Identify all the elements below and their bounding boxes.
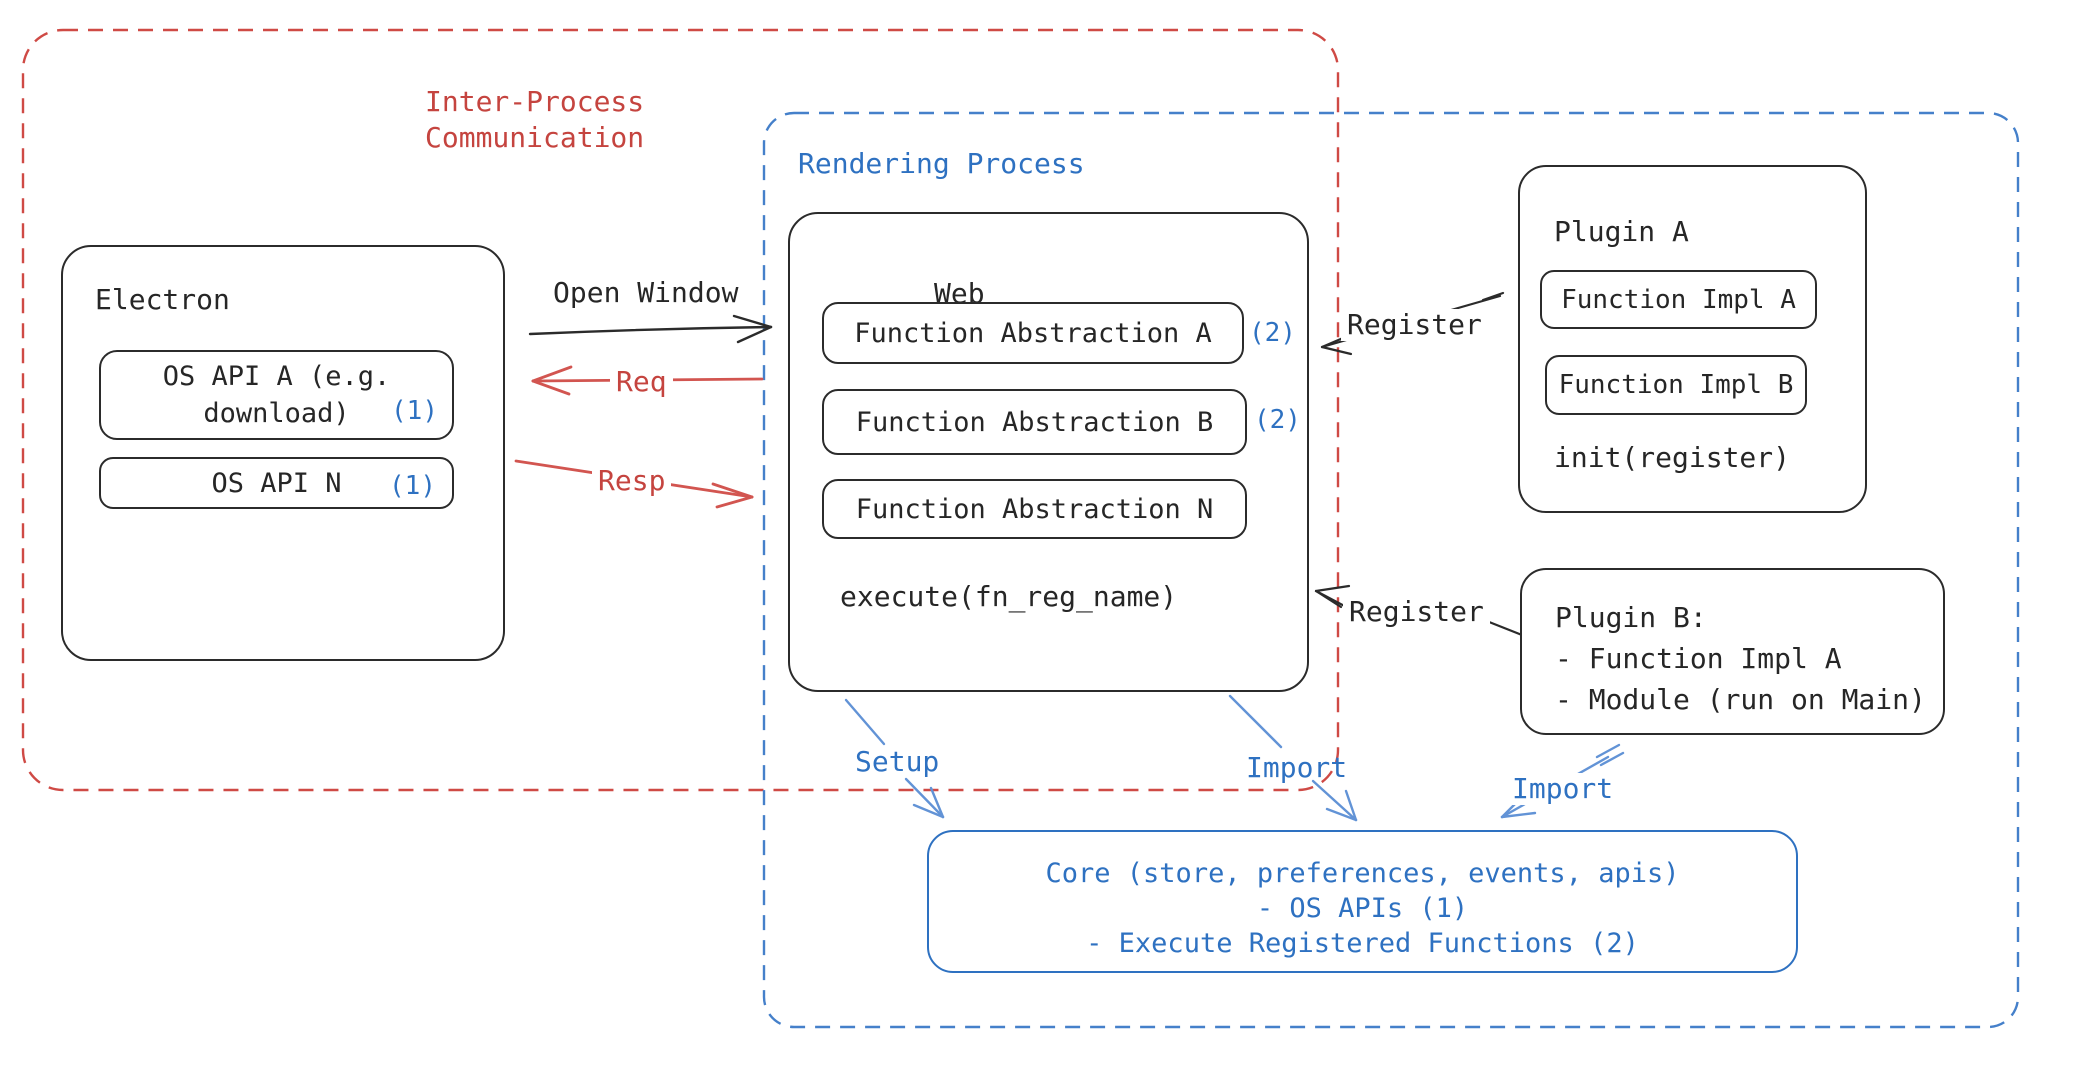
function-abstraction-a-box: Function Abstraction A xyxy=(822,302,1244,364)
core-box: Core (store, preferences, events, apis) … xyxy=(927,830,1798,973)
function-impl-a-label: Function Impl A xyxy=(1561,284,1796,315)
plugin-b-box: Plugin B: - Function Impl A - Module (ru… xyxy=(1520,568,1945,735)
ipc-label-line1: Inter-Process xyxy=(425,85,645,118)
ipc-label-line2: Communication xyxy=(425,121,645,154)
electron-box: Electron OS API A (e.g. download) (1) OS… xyxy=(61,245,505,661)
function-abstraction-b-box: Function Abstraction B xyxy=(822,389,1247,455)
function-abstraction-b-badge: (2) xyxy=(1254,405,1301,435)
plugin-a-init-note: init(register) xyxy=(1554,441,1791,474)
os-api-n-box: OS API N (1) xyxy=(99,457,454,509)
plugin-b-text: Plugin B: - Function Impl A - Module (ru… xyxy=(1522,570,1943,720)
os-api-n-label: OS API N xyxy=(211,467,342,499)
os-api-a-box: OS API A (e.g. download) (1) xyxy=(99,350,454,440)
plugin-b-item1: - Function Impl A xyxy=(1555,642,1842,675)
plugin-a-box: Plugin A Function Impl A Function Impl B… xyxy=(1518,165,1867,513)
import-from-plugin-b-label: Import xyxy=(1506,773,1620,805)
os-api-a-line1: OS API A (e.g. xyxy=(162,361,391,392)
core-line1: Core (store, preferences, events, apis) xyxy=(1045,858,1680,889)
open-window-label: Open Window xyxy=(553,276,739,309)
core-line3: - Execute Registered Functions (2) xyxy=(1086,928,1639,959)
req-label: Req xyxy=(610,366,673,398)
function-abstraction-a-label: Function Abstraction A xyxy=(854,317,1212,349)
core-line2: - OS APIs (1) xyxy=(1256,893,1469,924)
function-impl-a-box: Function Impl A xyxy=(1540,270,1817,329)
open-window-arrow xyxy=(528,314,773,344)
plugin-a-title: Plugin A xyxy=(1554,215,1689,248)
ipc-region-label: Inter-Process Communication xyxy=(425,84,644,156)
core-text: Core (store, preferences, events, apis) … xyxy=(929,832,1796,961)
os-api-a-text: OS API A (e.g. download) (1) xyxy=(101,352,452,438)
rendering-process-label: Rendering Process xyxy=(798,147,1085,180)
import-from-web-label: Import xyxy=(1246,751,1348,784)
register-plugin-b-label: Register xyxy=(1343,596,1490,628)
register-plugin-a-label: Register xyxy=(1341,309,1488,341)
os-api-a-line2: download) xyxy=(203,398,350,429)
electron-title: Electron xyxy=(95,283,230,316)
function-abstraction-b-label: Function Abstraction B xyxy=(855,406,1214,438)
function-abstraction-n-label: Function Abstraction N xyxy=(855,493,1214,525)
resp-label: Resp xyxy=(592,465,672,497)
setup-label: Setup xyxy=(855,745,940,778)
function-abstraction-n-box: Function Abstraction N xyxy=(822,479,1247,539)
web-box: Web Function Abstraction A (2) Function … xyxy=(788,212,1309,692)
execute-note: execute(fn_reg_name) xyxy=(840,580,1178,613)
plugin-b-item2: - Module (run on Main) xyxy=(1555,683,1926,716)
function-impl-b-box: Function Impl B xyxy=(1545,355,1807,415)
os-api-a-badge: (1) xyxy=(391,396,438,426)
function-impl-b-label: Function Impl B xyxy=(1558,370,1794,400)
function-abstraction-a-badge: (2) xyxy=(1249,318,1296,348)
os-api-n-badge: (1) xyxy=(389,471,436,501)
plugin-b-title: Plugin B: xyxy=(1555,601,1707,634)
